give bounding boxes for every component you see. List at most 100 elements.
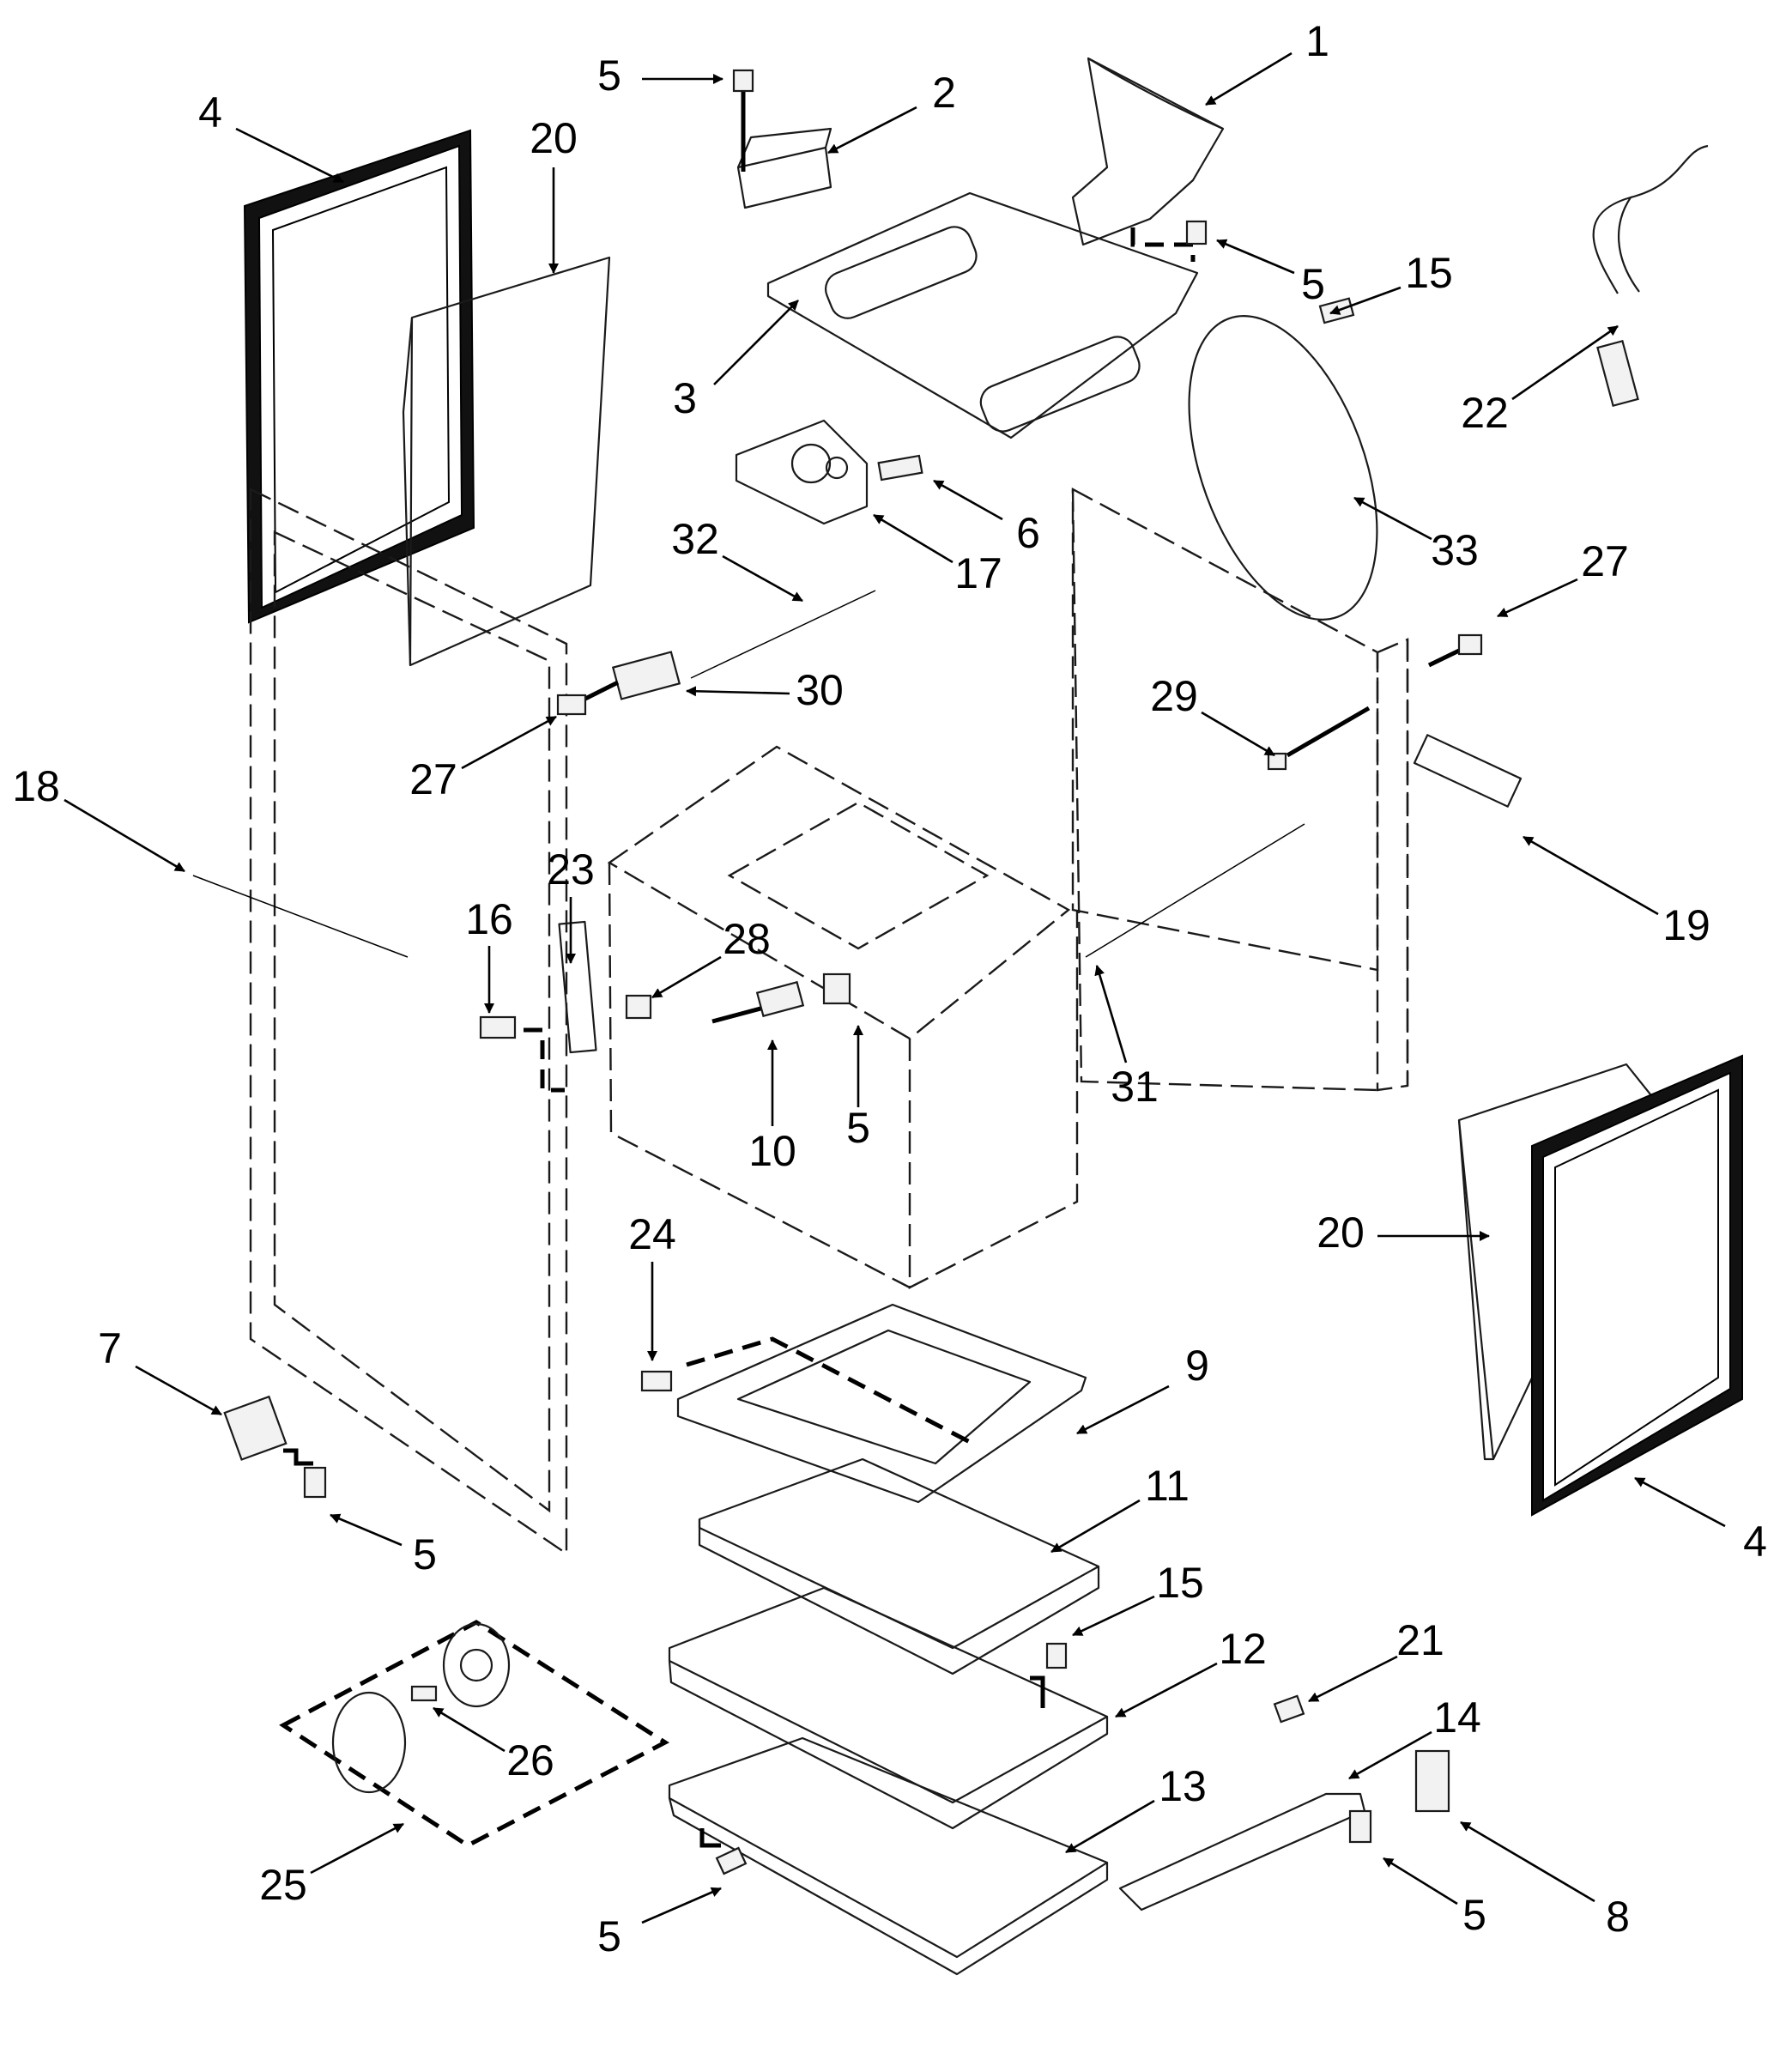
callout-arrow (1050, 1499, 1141, 1554)
callout-30: 30 (686, 666, 844, 714)
part-13-bottom-plate (668, 1736, 1109, 1976)
callout-number: 28 (723, 915, 771, 963)
part-23-hinge-receptacle (479, 920, 851, 1093)
callout-number: 1 (1305, 17, 1329, 65)
callout-number: 4 (198, 88, 222, 136)
part-1-vent-duct (1071, 57, 1225, 246)
part-14-rail (1118, 1792, 1372, 1912)
oven-cavity-dashed (607, 745, 1079, 1289)
callout-number: 13 (1159, 1762, 1207, 1810)
callout-arrow (1511, 324, 1619, 401)
callout-arrow (135, 1365, 222, 1416)
callout-arrow (1383, 1857, 1458, 1905)
callout-number: 7 (98, 1324, 122, 1372)
callout-number: 12 (1219, 1625, 1267, 1673)
callout-arrow (933, 479, 1003, 521)
callout-number: 5 (597, 52, 621, 100)
callout-number: 4 (1743, 1518, 1767, 1566)
callout-number: 33 (1431, 526, 1479, 574)
callout-5: 5 (597, 1887, 722, 1960)
callout-5: 5 (1216, 239, 1325, 308)
callout-5: 5 (1383, 1857, 1486, 1939)
callout-14: 14 (1348, 1693, 1481, 1780)
callout-6: 6 (933, 479, 1040, 557)
callout-number: 20 (530, 114, 578, 162)
callout-10: 10 (748, 1039, 796, 1175)
callout-25: 25 (259, 1822, 404, 1909)
callout-arrow (641, 1887, 722, 1924)
callout-26: 26 (433, 1706, 554, 1784)
callout-27: 27 (409, 715, 557, 803)
callout-arrow (1460, 1821, 1595, 1903)
callout-arrow (1065, 1799, 1155, 1854)
callout-number: 3 (673, 374, 697, 422)
part-4-right-side-panel (1531, 1054, 1743, 1517)
part-30-door-switch (556, 590, 876, 716)
callout-number: 24 (628, 1210, 676, 1258)
callout-arrow (1076, 1384, 1170, 1435)
callout-9: 9 (1076, 1342, 1209, 1435)
callout-1: 1 (1205, 17, 1329, 106)
callout-arrow (827, 106, 917, 154)
callout-number: 5 (846, 1104, 870, 1152)
callout-number: 15 (1405, 249, 1453, 297)
callout-number: 17 (954, 549, 1002, 597)
callout-16: 16 (465, 895, 513, 1014)
callout-number: 20 (1317, 1209, 1365, 1257)
callout-number: 16 (465, 895, 513, 943)
callout-8: 8 (1460, 1821, 1630, 1941)
part-21-clip (1273, 1694, 1305, 1724)
callout-17: 17 (873, 513, 1002, 597)
callout-number: 19 (1662, 901, 1710, 949)
part-3-top-cover (766, 191, 1208, 439)
callout-number: 29 (1150, 672, 1198, 720)
part-27-screw-right (1427, 633, 1483, 668)
part-31-rod (1085, 823, 1305, 958)
callout-33: 33 (1353, 496, 1479, 574)
callout-number: 32 (671, 515, 719, 563)
callout-22: 22 (1461, 324, 1619, 437)
callout-number: 25 (259, 1861, 307, 1909)
callout-21: 21 (1308, 1616, 1444, 1703)
part-7-hinge (223, 1395, 327, 1499)
callout-number: 27 (409, 755, 457, 803)
part-9-burner-tray (640, 1303, 1087, 1504)
callout-20: 20 (530, 114, 578, 274)
callout-arrow (1353, 496, 1432, 541)
part-20-left-insulation (402, 256, 611, 667)
callout-arrow (722, 554, 803, 603)
callout-15: 15 (1072, 1559, 1204, 1637)
callout-5: 5 (330, 1513, 437, 1578)
callout-11: 11 (1050, 1462, 1190, 1554)
callout-5: 5 (597, 52, 723, 100)
callout-20: 20 (1317, 1209, 1490, 1257)
right-side-panel-dashed (1071, 487, 1523, 1092)
callout-27: 27 (1497, 537, 1629, 618)
callout-arrow (461, 715, 557, 770)
callout-13: 13 (1065, 1762, 1207, 1854)
callout-24: 24 (628, 1210, 676, 1361)
callout-29: 29 (1150, 672, 1275, 757)
callout-arrow (1216, 239, 1295, 275)
callout-arrow (330, 1513, 403, 1547)
callout-number: 23 (547, 845, 595, 894)
callout-arrow (1115, 1662, 1218, 1718)
callout-2: 2 (827, 69, 956, 154)
callout-arrow (1329, 286, 1402, 315)
callout-number: 10 (748, 1127, 796, 1175)
callout-arrow (1072, 1595, 1155, 1637)
callout-number: 2 (932, 69, 956, 117)
callout-arrow (1348, 1730, 1432, 1780)
callout-31: 31 (1094, 965, 1159, 1111)
callout-number: 15 (1156, 1559, 1204, 1607)
callout-number: 5 (413, 1530, 437, 1578)
callout-arrow (1201, 711, 1275, 757)
callout-4: 4 (1634, 1476, 1767, 1566)
callout-number: 18 (12, 762, 60, 810)
callout-32: 32 (671, 515, 803, 603)
callout-arrow (310, 1822, 404, 1875)
part-17-door-latch (735, 419, 923, 525)
